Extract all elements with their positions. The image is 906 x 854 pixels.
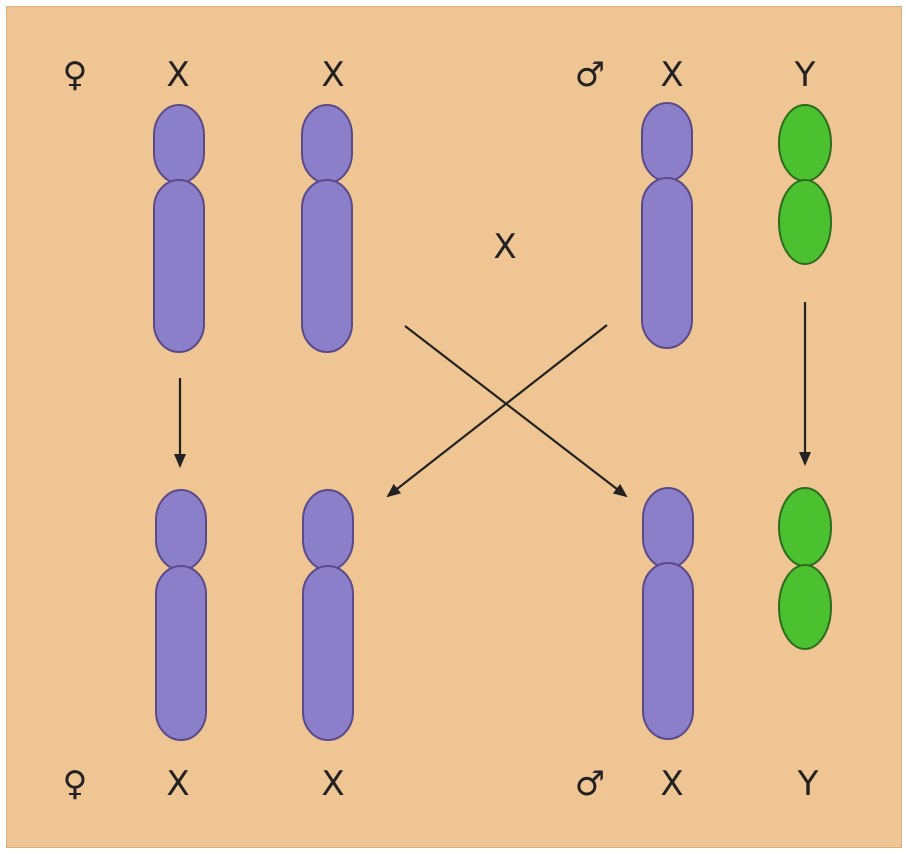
top-female-x1-chromosome bbox=[153, 104, 205, 353]
bottom-female-x2-chromosome bbox=[302, 489, 354, 741]
bottom-male-x-label: X bbox=[660, 764, 683, 804]
top-female-x2-chromosome bbox=[301, 104, 353, 353]
bottom-female-x1-label: X bbox=[166, 764, 189, 804]
male-symbol-top: ♂ bbox=[575, 55, 605, 95]
top-male-y-chromosome bbox=[778, 104, 832, 265]
top-male-x-label: X bbox=[660, 55, 683, 95]
male-x-to-daughter-arrow bbox=[386, 324, 608, 498]
female-symbol-bottom: ♀ bbox=[63, 764, 88, 804]
bottom-female-x2-label: X bbox=[321, 764, 344, 804]
bottom-male-y-chromosome bbox=[778, 487, 832, 650]
cross-label: X bbox=[493, 227, 516, 267]
bottom-female-x1-chromosome bbox=[155, 489, 207, 741]
top-female-x2-label: X bbox=[321, 55, 344, 95]
top-male-x-chromosome bbox=[641, 102, 693, 349]
top-female-x1-label: X bbox=[166, 55, 189, 95]
male-symbol-bottom: ♂ bbox=[575, 764, 605, 804]
bottom-male-y-label: Y bbox=[797, 764, 819, 804]
top-male-y-label: Y bbox=[794, 55, 816, 95]
female-symbol-top: ♀ bbox=[63, 55, 88, 95]
female-x2-to-son-arrow bbox=[404, 325, 628, 498]
bottom-male-x-chromosome bbox=[642, 487, 694, 740]
